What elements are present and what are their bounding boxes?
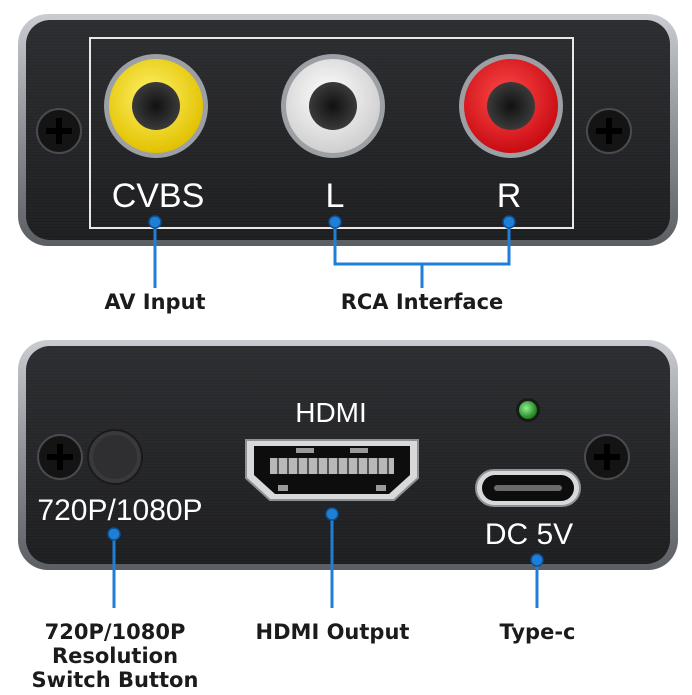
left-channel-label: L (326, 177, 345, 215)
screw-icon (37, 434, 83, 480)
hdmi-port[interactable] (245, 439, 419, 501)
hdmi-label: HDMI (295, 397, 367, 428)
dc-5v-label: DC 5V (485, 518, 573, 551)
callout-dots (107, 507, 544, 567)
white-rca-jack[interactable] (281, 54, 385, 158)
switch-button-line1: 720P/1080P (44, 620, 186, 644)
screw-icon (584, 434, 630, 480)
hdmi-output-callout: HDMI Output (255, 620, 410, 644)
usb-c-port[interactable] (475, 469, 581, 507)
yellow-rca-jack[interactable] (104, 54, 208, 158)
bottom-device-panel: HDMI 720P/1080P DC 5V (18, 340, 678, 570)
av-input-callout: AV Input (104, 290, 206, 314)
resolution-switch-button[interactable] (87, 429, 143, 485)
red-rca-jack[interactable] (459, 54, 563, 158)
screw-icon (586, 108, 632, 154)
callout-dots (148, 215, 516, 229)
type-c-callout: Type-c (499, 620, 576, 644)
rca-frame (89, 37, 574, 229)
switch-button-line2: Resolution (51, 644, 179, 668)
top-callout-lines (153, 222, 511, 288)
switch-button-line3: Switch Button (31, 668, 199, 692)
top-device-panel: CVBS L R (18, 14, 678, 246)
rca-interface-callout: RCA Interface (340, 290, 504, 314)
screw-icon (36, 108, 82, 154)
resolution-label: 720P/1080P (37, 494, 202, 527)
switch-button-callout: 720P/1080P Resolution Switch Button (20, 620, 210, 692)
cvbs-label: CVBS (112, 177, 205, 215)
led-indicator (516, 398, 540, 422)
right-channel-label: R (497, 177, 522, 215)
